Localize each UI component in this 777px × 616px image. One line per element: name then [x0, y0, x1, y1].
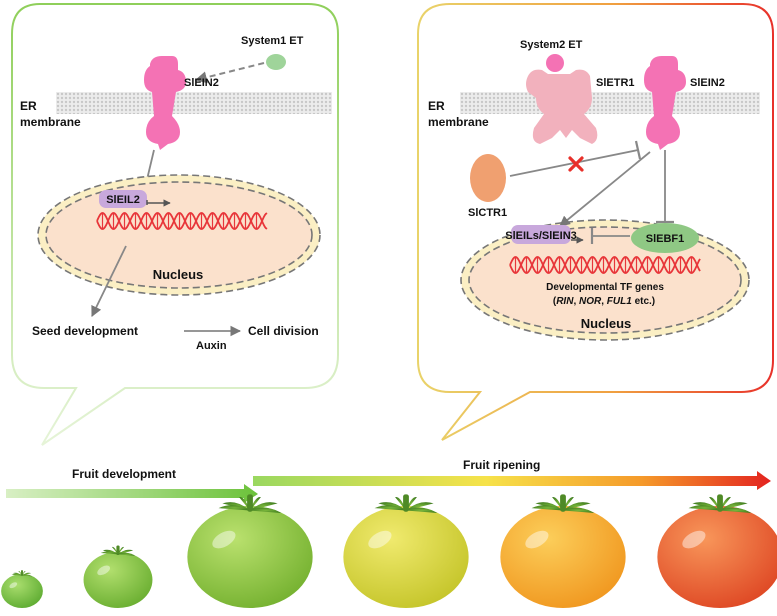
- tomato-stem: [116, 545, 120, 556]
- right-nucleus-outer-line: [460, 219, 750, 341]
- left-tf-label: SlEIL2: [106, 194, 140, 206]
- tomato-5: [500, 494, 626, 608]
- gene-ful1: FUL1: [607, 296, 632, 307]
- right-dna-helix: [509, 256, 701, 274]
- system1-et-molecule: [266, 54, 286, 70]
- right-nucleus: [468, 226, 742, 334]
- calyx-leaf: [118, 552, 136, 556]
- tomato-stem: [21, 570, 23, 576]
- right-membrane-label-1: ER: [428, 99, 445, 113]
- right-signal-label: System2 ET: [520, 39, 583, 51]
- right-slein2-receptor: [644, 56, 686, 150]
- calyx-leaf: [720, 507, 752, 514]
- tomato-highlight: [682, 530, 706, 549]
- ein2-to-eils-arrow: [559, 151, 651, 227]
- fruit-development-label: Fruit development: [72, 467, 176, 481]
- left-sleil2-box: [99, 190, 147, 208]
- tomato-highlight: [525, 530, 549, 549]
- dna-strand-a: [509, 256, 701, 274]
- et-binding-arrow: [194, 62, 265, 84]
- calyx-leaf: [100, 551, 118, 555]
- left-membrane-label-2: membrane: [20, 115, 81, 129]
- gene-sep-2: ,: [601, 296, 607, 307]
- left-nucleus-label: Nucleus: [153, 267, 204, 282]
- tomato-stem: [717, 494, 723, 512]
- left-membrane-label-1: ER: [20, 99, 37, 113]
- right-receptor1-label: SlETR1: [596, 77, 635, 89]
- right-nucleus-label: Nucleus: [581, 316, 632, 331]
- dna-strand-b: [509, 256, 701, 274]
- calyx-leaf: [22, 574, 33, 577]
- right-fbox-label: SlEBF1: [646, 233, 685, 245]
- fruit-ripening-arrow: [253, 471, 771, 490]
- tomato-highlight: [9, 582, 18, 589]
- left-nucleus-outer-line: [37, 174, 321, 296]
- right-sletr1-receptor: [526, 69, 598, 144]
- left-er-membrane: [56, 92, 332, 114]
- left-nucleus: [45, 181, 313, 289]
- right-receptor2-label: SlEIN2: [690, 77, 725, 89]
- tomato-body: [343, 505, 469, 608]
- tomato-4: [343, 494, 469, 608]
- tomato-body: [83, 551, 153, 608]
- tomato-3: [187, 494, 313, 608]
- tomato-body: [187, 505, 313, 608]
- genes-paren-open: (: [553, 296, 557, 307]
- cell-division-label: Cell division: [248, 324, 319, 338]
- slebf1-box: [631, 223, 699, 253]
- calyx-leaf: [563, 507, 595, 514]
- calyx-leaf: [406, 507, 438, 514]
- tomato-highlight: [212, 530, 236, 549]
- right-er-membrane: [460, 92, 760, 114]
- sleils-box: [511, 225, 571, 244]
- tomato-body: [1, 573, 43, 609]
- tomato-stem: [403, 494, 409, 512]
- genes-label: Developmental TF genes: [546, 282, 664, 293]
- auxin-label: Auxin: [196, 340, 227, 352]
- dna-strand-a: [96, 212, 268, 230]
- gene-rin: RIN: [556, 296, 574, 307]
- calyx-leaf: [688, 505, 720, 511]
- gene-nor: NOR: [579, 296, 602, 307]
- genes-suffix: etc.): [632, 296, 655, 307]
- dna-strand-b: [96, 212, 268, 230]
- left-signal-label: System1 ET: [241, 35, 304, 47]
- calyx-leaf: [218, 505, 250, 511]
- calyx-leaf: [11, 573, 22, 576]
- tomato-highlight: [368, 530, 392, 549]
- right-kinase-label: SlCTR1: [468, 207, 507, 219]
- right-tf-label: SlEILs/SlEIN3: [505, 230, 577, 242]
- tomato-body: [500, 505, 626, 608]
- right-membrane-label-2: membrane: [428, 115, 489, 129]
- slctr1-kinase: [470, 154, 506, 202]
- left-slein2-receptor: [144, 56, 186, 150]
- tomato-row: [1, 494, 777, 609]
- calyx-leaf: [531, 505, 563, 511]
- fruit-development-arrow: [6, 484, 258, 503]
- left-dna-helix: [96, 212, 268, 230]
- tomato-body: [657, 505, 777, 608]
- tomato-6: [657, 494, 777, 608]
- fruit-ripening-label: Fruit ripening: [463, 458, 540, 472]
- tomato-highlight: [97, 565, 111, 576]
- left-receptor-label: SlEIN2: [184, 77, 219, 89]
- calyx-leaf: [250, 507, 282, 514]
- seed-development-label: Seed development: [32, 324, 138, 338]
- tomato-stem: [247, 494, 253, 512]
- gene-sep-1: ,: [573, 296, 579, 307]
- tomato-2: [83, 545, 153, 608]
- genes-list: (RIN, NOR, FUL1 etc.): [553, 296, 655, 307]
- tomato-1: [1, 570, 43, 609]
- blocked-x-icon: [568, 156, 584, 172]
- tomato-stem: [560, 494, 566, 512]
- left-tf-binding-arrow: [146, 200, 170, 205]
- system2-et-molecule: [546, 54, 564, 72]
- ctr1-inhibition-bar: [634, 140, 642, 160]
- calyx-leaf: [374, 505, 406, 511]
- nucleus-to-seed-arrow: [91, 245, 127, 317]
